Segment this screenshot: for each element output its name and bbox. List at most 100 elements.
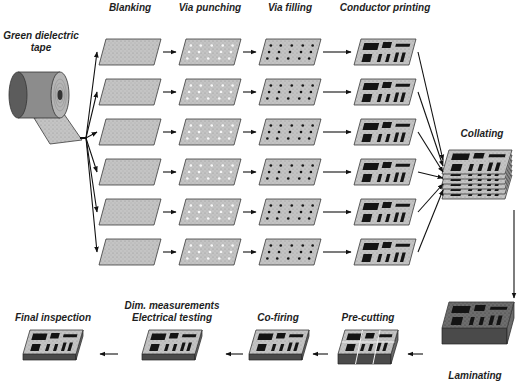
arrow-line bbox=[323, 131, 351, 132]
process-step: Via punching bbox=[176, 2, 245, 274]
filled-via bbox=[308, 137, 311, 140]
conductor-trace bbox=[45, 344, 50, 351]
conductor-trace bbox=[395, 244, 410, 247]
filled-via bbox=[276, 217, 279, 220]
via-hole bbox=[220, 251, 223, 254]
tape-sheet bbox=[354, 159, 416, 185]
conductor-trace bbox=[377, 214, 382, 222]
laminated-block bbox=[442, 302, 514, 344]
conductor-trace bbox=[395, 204, 410, 207]
via-hole bbox=[207, 137, 210, 140]
filled-via bbox=[270, 44, 273, 47]
conductor-trace bbox=[400, 93, 406, 102]
filled-via bbox=[298, 97, 301, 100]
arrow-line bbox=[243, 91, 256, 92]
filled-via bbox=[310, 211, 313, 214]
conductor-trace bbox=[53, 344, 58, 351]
conductor-trace bbox=[362, 163, 379, 170]
via-hole bbox=[207, 257, 210, 260]
arrow-line bbox=[418, 52, 443, 160]
conductor-trace bbox=[450, 164, 462, 171]
filled-via bbox=[270, 164, 273, 167]
via-hole bbox=[186, 177, 189, 180]
filled-via bbox=[311, 44, 314, 47]
conductor-trace bbox=[276, 333, 286, 339]
cut-line bbox=[355, 330, 362, 364]
cut-line bbox=[373, 330, 380, 364]
via-hole bbox=[196, 177, 199, 180]
flow-arrow bbox=[514, 210, 515, 298]
conductor-trace bbox=[393, 93, 399, 102]
filled-via bbox=[268, 51, 271, 54]
via-hole bbox=[221, 124, 224, 127]
via-hole bbox=[228, 257, 231, 260]
tape-sheet bbox=[259, 39, 321, 65]
conductor-trace bbox=[393, 213, 399, 222]
via-hole bbox=[190, 204, 193, 207]
filled-via bbox=[311, 164, 314, 167]
conductor-trace bbox=[477, 164, 483, 171]
via-hole bbox=[231, 44, 234, 47]
filled-via bbox=[287, 217, 290, 220]
tape-roll bbox=[9, 72, 82, 144]
conductor-trace bbox=[362, 83, 379, 90]
conductor-trace bbox=[385, 174, 390, 182]
filled-via bbox=[308, 217, 311, 220]
filled-via bbox=[279, 164, 282, 167]
step-label: Via punching bbox=[176, 2, 245, 14]
filled-via bbox=[268, 91, 271, 94]
conductor-trace bbox=[180, 342, 186, 351]
process-step: Laminating bbox=[425, 296, 525, 388]
filled-via bbox=[279, 124, 282, 127]
process-step: Green dielectric tape bbox=[2, 30, 80, 148]
conductor-trace bbox=[490, 307, 508, 310]
conductor-trace bbox=[362, 43, 379, 50]
via-hole bbox=[199, 164, 202, 167]
via-hole bbox=[198, 91, 201, 94]
via-hole bbox=[188, 211, 191, 214]
conductor-trace bbox=[400, 133, 406, 142]
arrow-line bbox=[163, 211, 176, 212]
collated-stack bbox=[442, 150, 512, 199]
conductor-trace bbox=[393, 173, 399, 182]
conductor-trace bbox=[362, 123, 379, 130]
roll-core bbox=[58, 90, 63, 100]
arrow-line bbox=[243, 171, 256, 172]
via-hole bbox=[221, 204, 224, 207]
via-hole bbox=[198, 211, 201, 214]
via-hole bbox=[209, 211, 212, 214]
via-hole bbox=[231, 124, 234, 127]
conductor-trace bbox=[479, 317, 485, 325]
conductor-trace bbox=[382, 202, 392, 208]
conductor-trace bbox=[496, 316, 502, 325]
filled-via bbox=[278, 251, 281, 254]
via-hole bbox=[199, 244, 202, 247]
conductor-trace bbox=[361, 174, 372, 182]
tape-sheet bbox=[179, 39, 241, 65]
tape-sheet bbox=[354, 79, 416, 105]
tape-sheet bbox=[99, 39, 161, 65]
arrow-line bbox=[163, 171, 176, 172]
block-side bbox=[442, 328, 507, 344]
filled-via bbox=[300, 171, 303, 174]
arrow-line bbox=[80, 138, 97, 212]
block-side bbox=[338, 354, 391, 364]
tape-sheet bbox=[99, 79, 161, 105]
filled-via bbox=[279, 204, 282, 207]
via-hole bbox=[231, 164, 234, 167]
arrow-line bbox=[243, 51, 256, 52]
conductor-trace bbox=[400, 213, 406, 222]
step-label: Collating bbox=[436, 128, 528, 140]
via-hole bbox=[186, 257, 189, 260]
conductor-trace bbox=[382, 242, 392, 248]
conductor-trace bbox=[488, 316, 494, 325]
conductor-trace bbox=[451, 317, 464, 325]
tape-sheet bbox=[259, 119, 321, 145]
conductor-trace bbox=[63, 334, 78, 337]
via-hole bbox=[190, 244, 193, 247]
via-hole bbox=[186, 217, 189, 220]
arrow-line bbox=[323, 51, 351, 52]
conductor-trace bbox=[149, 344, 160, 351]
filled-via bbox=[290, 124, 293, 127]
via-hole bbox=[207, 57, 210, 60]
